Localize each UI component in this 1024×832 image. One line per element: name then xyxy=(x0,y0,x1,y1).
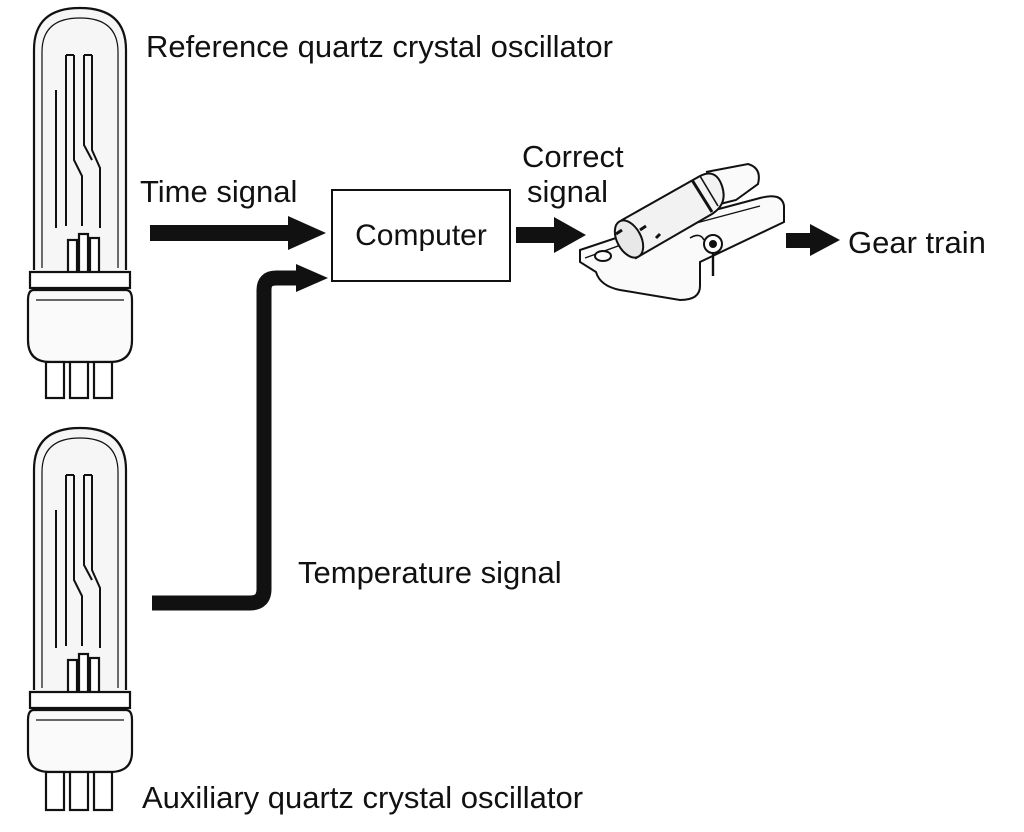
correct-signal-arrow xyxy=(516,217,586,253)
temperature-signal-label: Temperature signal xyxy=(298,555,562,590)
time-signal-arrow xyxy=(150,216,326,250)
reference-oscillator-tube xyxy=(26,6,134,400)
temperature-signal-arrow xyxy=(152,264,328,611)
auxiliary-oscillator-label: Auxiliary quartz crystal oscillator xyxy=(142,780,584,815)
gear-train-label: Gear train xyxy=(848,225,986,260)
stepping-motor xyxy=(579,162,785,302)
time-signal-label: Time signal xyxy=(140,174,298,209)
computer-label: Computer xyxy=(355,218,487,252)
correct-signal-label-line1: Correct xyxy=(522,139,624,174)
correct-signal-label-line2: signal xyxy=(527,174,608,209)
gear-train-arrow xyxy=(786,224,840,256)
computer-box: Computer xyxy=(331,189,511,282)
auxiliary-oscillator-tube xyxy=(26,426,134,812)
reference-oscillator-label: Reference quartz crystal oscillator xyxy=(146,29,613,64)
